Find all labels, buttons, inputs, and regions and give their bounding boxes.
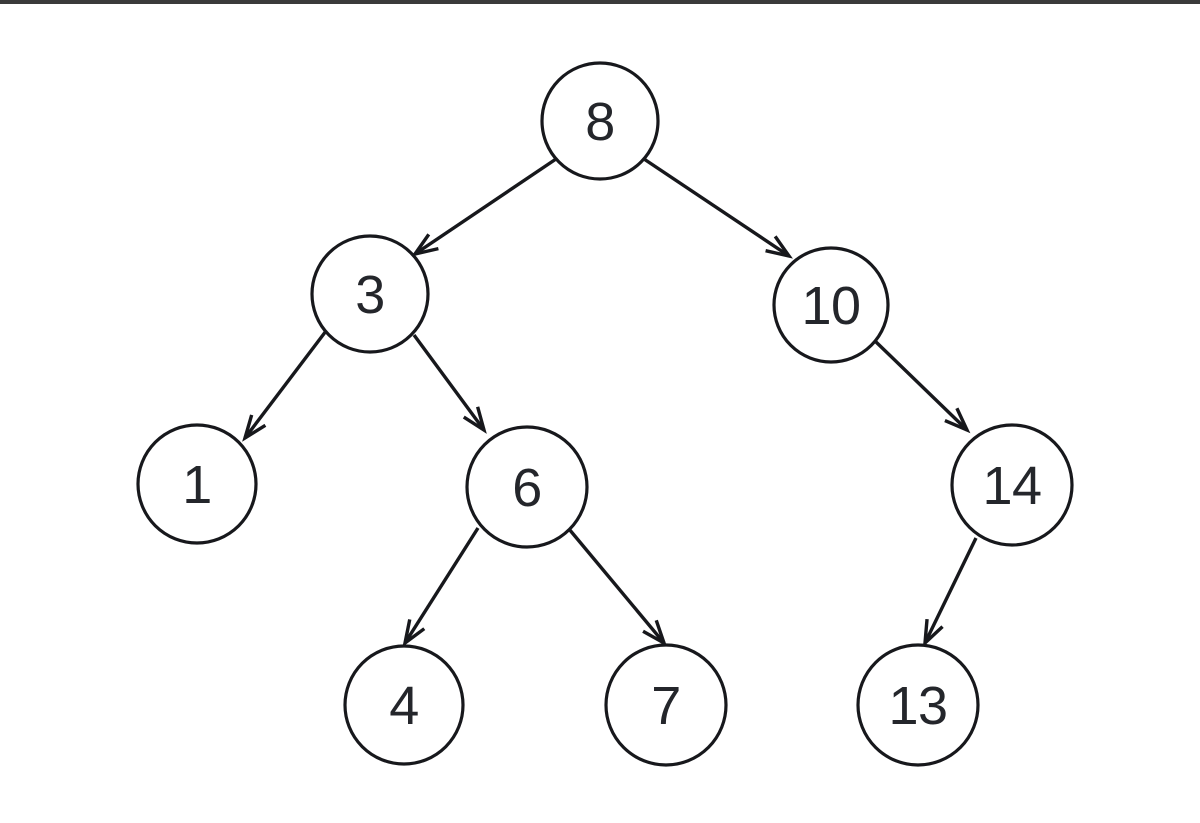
tree-edge: [567, 527, 668, 647]
arrow-head-icon: [922, 618, 944, 648]
tree-node[interactable]: 3: [310, 234, 430, 354]
node-label: 7: [651, 676, 681, 736]
tree-edge: [412, 333, 487, 434]
tree-node[interactable]: 10: [772, 246, 890, 364]
node-circle[interactable]: [772, 246, 890, 364]
arrow-head-icon: [642, 619, 668, 647]
node-circle[interactable]: [465, 425, 589, 549]
edges-layer: [242, 157, 978, 648]
tree-node[interactable]: 8: [540, 61, 660, 181]
node-circle[interactable]: [343, 644, 465, 766]
node-label: 4: [389, 676, 419, 736]
top-border-bar: [0, 0, 1200, 4]
tree-node[interactable]: 7: [604, 643, 728, 767]
edge-line: [243, 329, 328, 440]
tree-node[interactable]: 6: [465, 425, 589, 549]
tree-edge: [873, 339, 971, 434]
node-circle[interactable]: [136, 423, 258, 545]
tree-node[interactable]: 1: [136, 423, 258, 545]
arrow-head-icon: [411, 233, 439, 257]
tree-edge: [242, 329, 328, 442]
node-circle[interactable]: [950, 423, 1074, 547]
edge-line: [873, 339, 969, 432]
node-label: 14: [982, 456, 1041, 516]
node-circle[interactable]: [856, 643, 980, 767]
tree-node[interactable]: 14: [950, 423, 1074, 547]
arrow-head-icon: [242, 414, 267, 442]
tree-node[interactable]: 13: [856, 643, 980, 767]
arrow-head-icon: [402, 619, 426, 648]
node-circle[interactable]: [604, 643, 728, 767]
node-label: 3: [355, 265, 385, 325]
node-label: 13: [888, 676, 947, 736]
tree-edge: [402, 527, 480, 648]
node-circle[interactable]: [540, 61, 660, 181]
node-label: 8: [585, 92, 615, 152]
edge-line: [923, 537, 978, 644]
node-label: 1: [182, 455, 212, 515]
edge-line: [414, 157, 557, 256]
node-circle[interactable]: [310, 234, 430, 354]
edge-line: [643, 157, 790, 258]
edge-line: [412, 333, 486, 432]
edge-line: [567, 527, 666, 645]
tree-edge: [922, 537, 978, 648]
tree-edge: [411, 157, 557, 257]
arrow-head-icon: [765, 235, 793, 259]
tree-node[interactable]: 4: [343, 644, 465, 766]
arrow-head-icon: [944, 407, 971, 434]
node-label: 6: [512, 458, 542, 518]
arrow-head-icon: [462, 406, 487, 434]
edge-line: [403, 527, 480, 644]
nodes-layer: 8 3 10 1 6 14 4 7 13: [136, 61, 1074, 767]
node-label: 10: [801, 276, 860, 336]
tree-edge: [643, 157, 793, 259]
